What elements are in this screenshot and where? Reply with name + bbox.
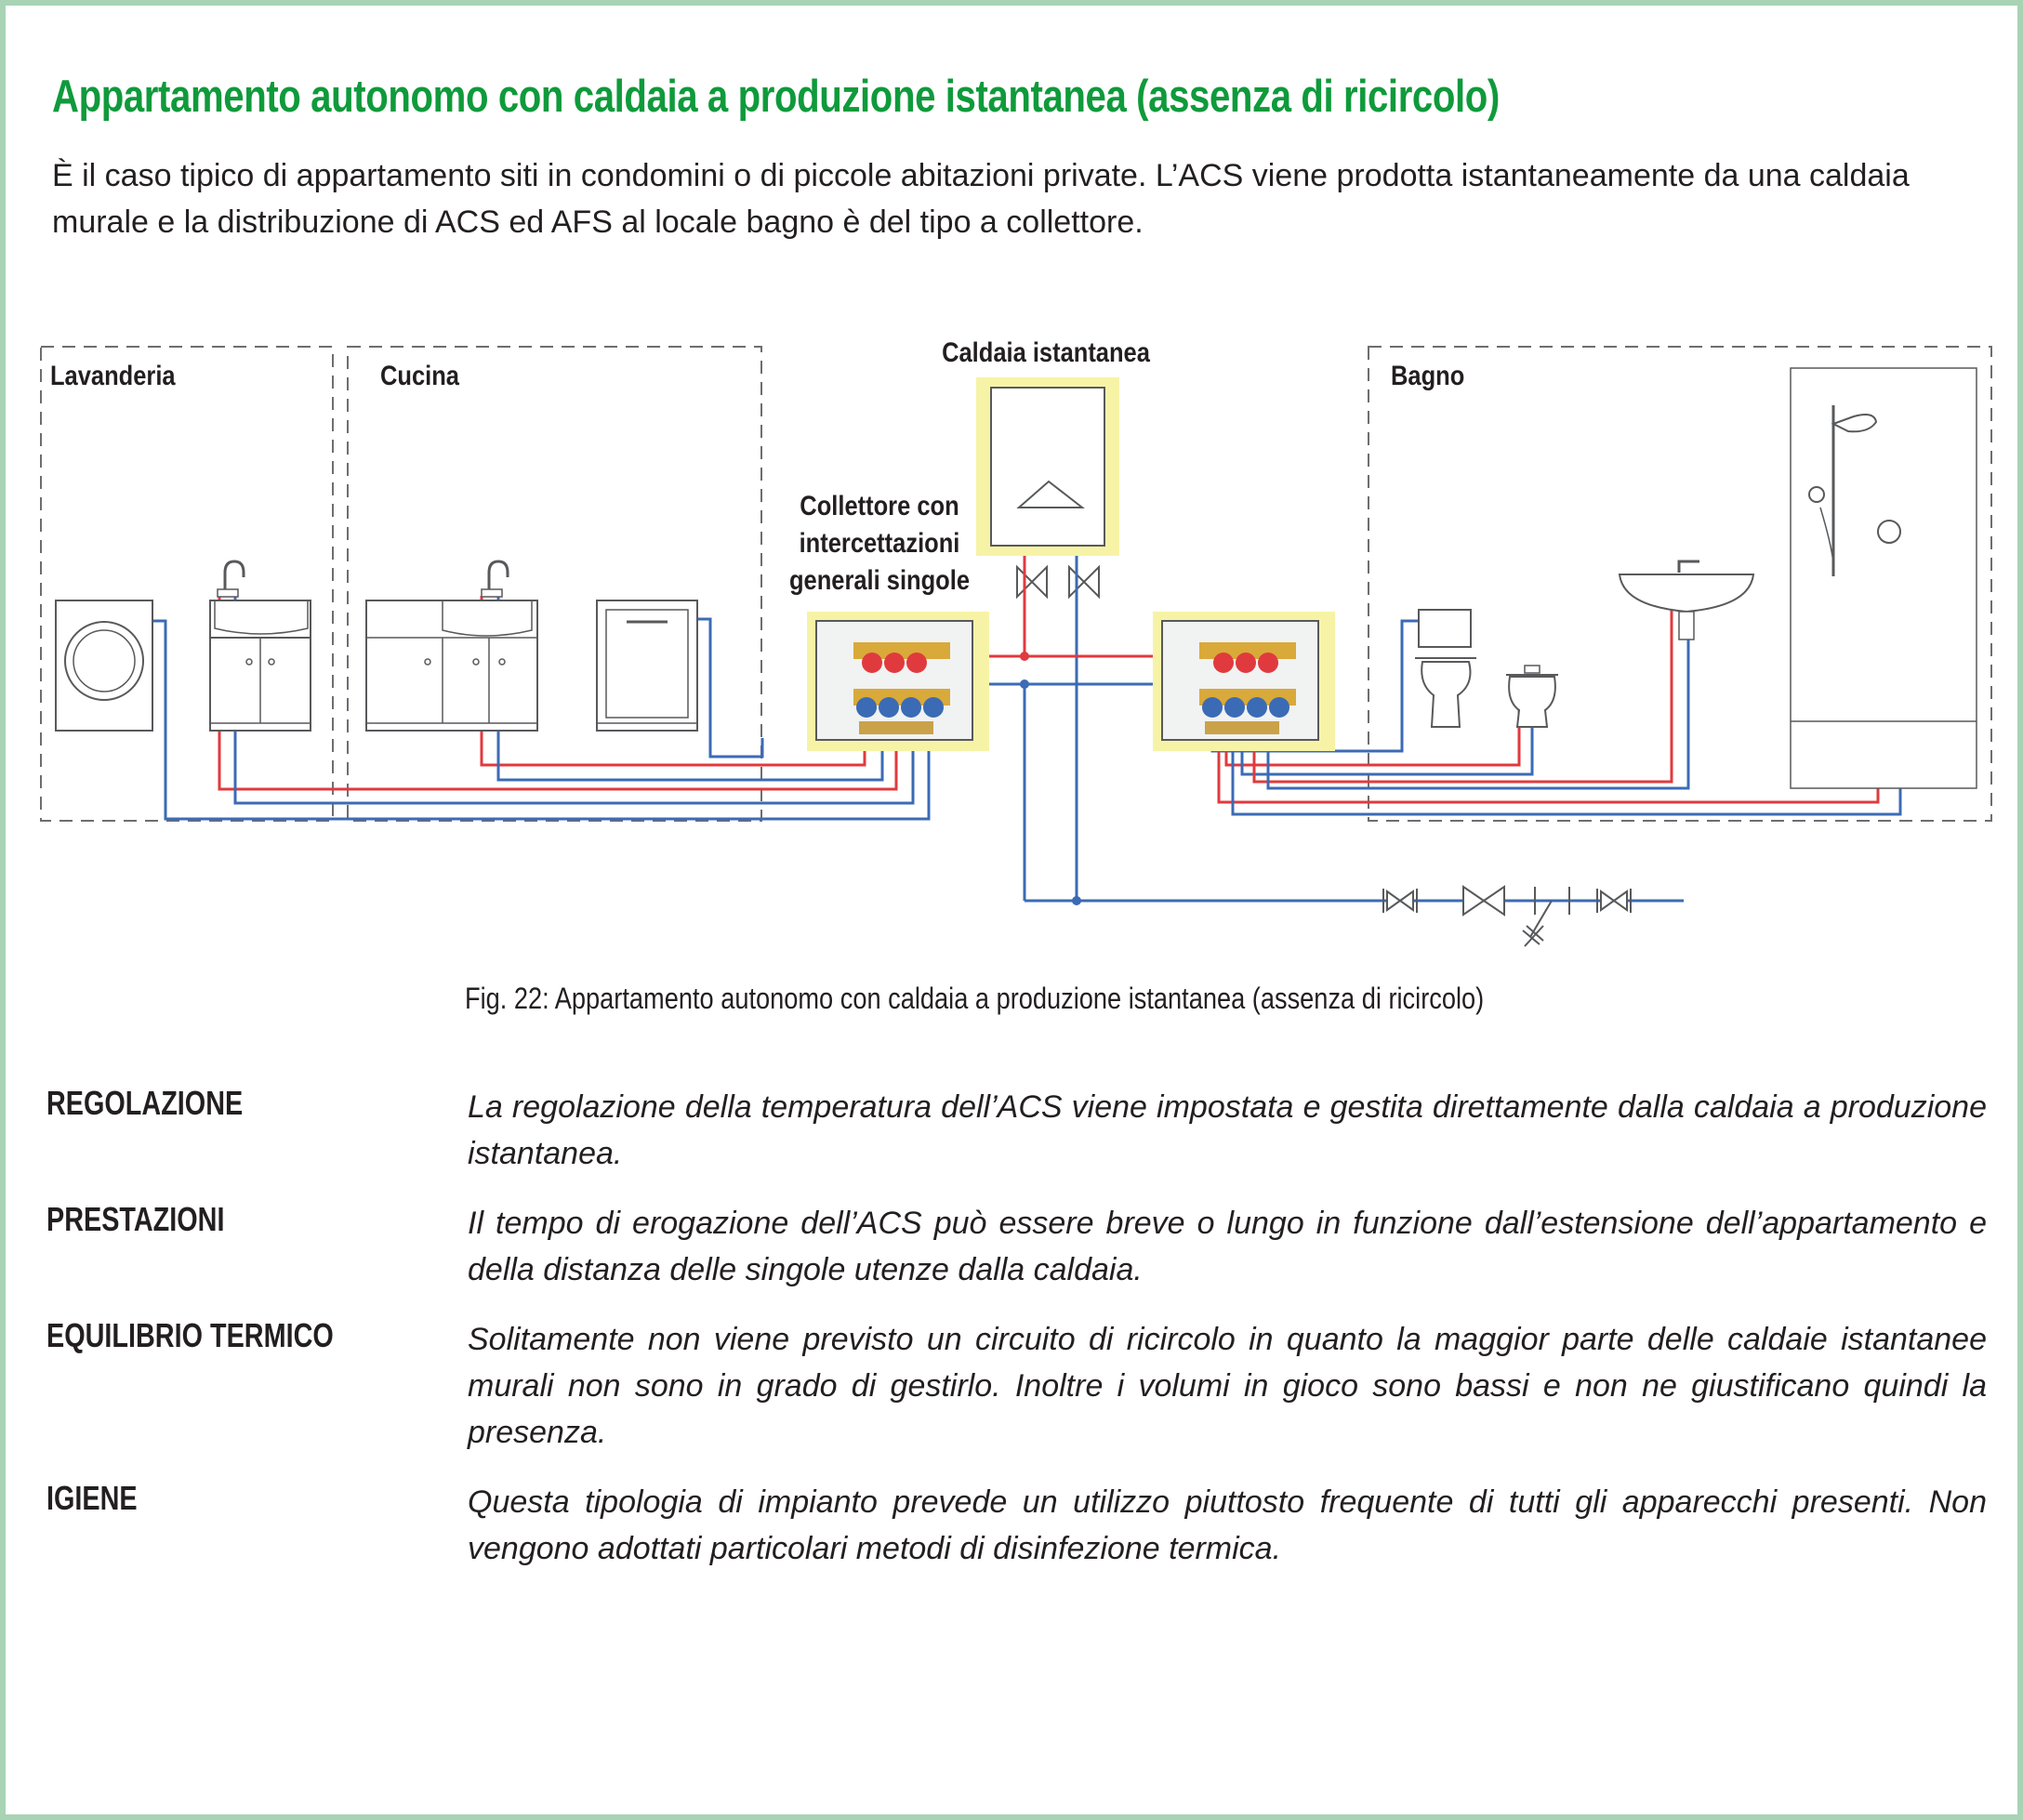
drain-branch xyxy=(1529,900,1553,938)
laundry-label: Lavanderia xyxy=(50,360,176,390)
section-label: REGOLAZIONE xyxy=(46,1084,244,1122)
right-manifold-cold-valves xyxy=(1202,697,1289,718)
page-title: Appartamento autonomo con caldaia a prod… xyxy=(52,72,1500,122)
section-label: EQUILIBRIO TERMICO xyxy=(46,1316,334,1354)
supply-fittings xyxy=(1382,885,1632,947)
figure-caption: Fig. 22: Appartamento autonomo con calda… xyxy=(465,982,1485,1015)
bathroom-room-outline xyxy=(1368,346,1992,822)
manifold-label: Collettore con intercettazioni generali … xyxy=(789,490,970,595)
boiler-hot-outlet-valve-icon xyxy=(1016,564,1048,600)
check-valve-icon xyxy=(1462,885,1505,917)
kitchen-faucet-icon xyxy=(487,560,509,596)
section-text: La regolazione della temperatura dell’AC… xyxy=(468,1089,1987,1171)
wc-toilet xyxy=(1415,609,1476,728)
bathroom-label: Bagno xyxy=(1391,360,1464,390)
pipe-laundry-sink-hot xyxy=(218,596,898,791)
pipe-junctions xyxy=(1020,652,1081,905)
washbasin-faucet-icon xyxy=(1677,560,1699,573)
boiler xyxy=(976,377,1119,600)
svg-text:Collettore con: Collettore con xyxy=(800,490,959,521)
washbasin xyxy=(1618,560,1755,640)
laundry-faucet-icon xyxy=(223,560,245,596)
left-manifold-hot-valves xyxy=(862,653,927,673)
pipe-washing-machine-cold xyxy=(152,619,931,821)
shower-mixer-icon xyxy=(1877,520,1901,544)
laundry-room-outline xyxy=(40,346,334,822)
left-manifold xyxy=(807,612,989,751)
washing-machine xyxy=(55,600,153,732)
kitchen-room-outline xyxy=(347,346,762,822)
kitchen-label: Cucina xyxy=(380,360,459,390)
shower-enclosure xyxy=(1790,367,1977,789)
section-text: Questa tipologia di impianto prevede un … xyxy=(468,1484,1987,1566)
plumbing-diagram: Lavanderia Cucina Bagno Caldaia istantan… xyxy=(40,336,1992,947)
dishwasher xyxy=(596,600,698,732)
kitchen-sink-cabinet xyxy=(365,560,538,732)
bidet xyxy=(1506,665,1558,728)
outlet-valve-icon xyxy=(1600,890,1628,912)
section-label: PRESTAZIONI xyxy=(46,1200,225,1238)
intro-paragraph: È il caso tipico di appartamento siti in… xyxy=(52,158,1910,240)
drain-valve-icon xyxy=(1522,925,1544,945)
shower-holder-icon xyxy=(1808,486,1825,503)
laundry-sink-cabinet xyxy=(209,560,311,732)
svg-text:generali singole: generali singole xyxy=(789,564,970,595)
section-text: Il tempo di erogazione dell’ACS può esse… xyxy=(468,1206,1987,1287)
right-manifold xyxy=(1153,612,1335,751)
section-text: Solitamente non viene previsto un circui… xyxy=(468,1322,1987,1450)
supply-valve-icon xyxy=(1386,890,1414,912)
pipe-washbasin-hot xyxy=(1252,591,1673,784)
pipe-dishwasher-cold xyxy=(698,617,764,758)
right-manifold-hot-valves xyxy=(1213,653,1278,673)
boiler-cold-inlet-valve-icon xyxy=(1068,564,1100,600)
pipe-bidet-cold xyxy=(1240,684,1534,776)
section-label: IGIENE xyxy=(46,1479,138,1517)
boiler-label: Caldaia istantanea xyxy=(942,336,1150,367)
left-manifold-cold-valves xyxy=(856,697,944,718)
pipe-washbasin-cold xyxy=(1266,591,1690,790)
svg-text:intercettazioni: intercettazioni xyxy=(800,527,960,558)
shower-head-icon xyxy=(1831,414,1878,433)
